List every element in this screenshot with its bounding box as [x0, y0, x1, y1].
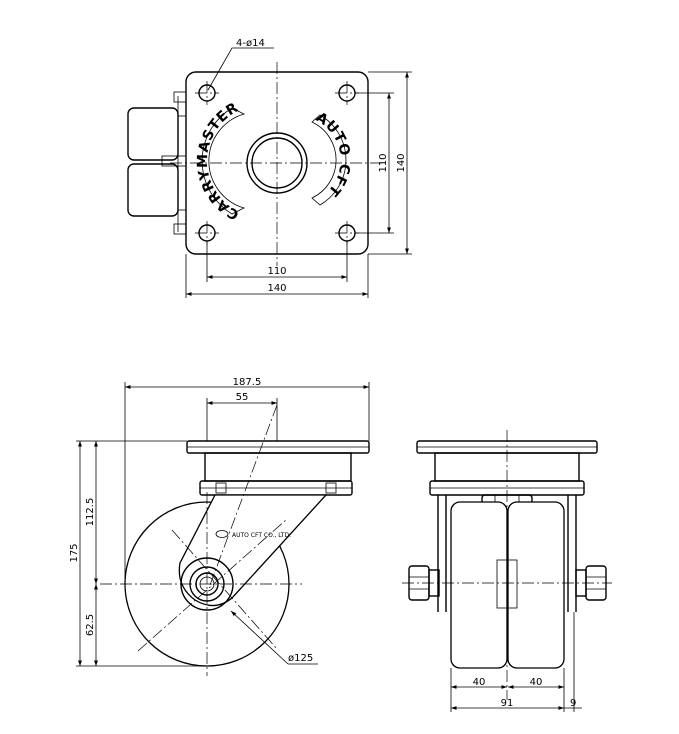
kingpin-inner: [251, 137, 303, 189]
logo-left-band: [201, 107, 246, 215]
dim-offset: 55: [236, 392, 249, 403]
dim-wheel-left: 40: [473, 677, 486, 688]
logo-right-text: AUTO CFT: [313, 109, 353, 199]
front-wheel-right: [507, 501, 565, 669]
dim-top-outer-vertical: 140: [396, 153, 407, 172]
dim-top-inner-vertical: 110: [378, 153, 389, 172]
maker-label: AUTO CFT CO., LTD.: [232, 532, 291, 539]
logo-right-band: [311, 114, 347, 206]
side-view: AUTO CFT CO., LTD. 187.5 55 175 112.5 62…: [69, 377, 370, 676]
dim-total-length: 187.5: [233, 377, 262, 388]
dim-wheel-right: 40: [530, 677, 543, 688]
dim-height-upper: 112.5: [85, 498, 96, 527]
hole-callout: 4-ø14: [236, 38, 265, 49]
front-wheel-left: [450, 501, 508, 669]
dim-top-outer-horizontal: 140: [267, 283, 286, 294]
dim-height-total: 175: [69, 543, 80, 562]
dim-top-inner-horizontal: 110: [267, 266, 286, 277]
wheel-diameter: ø125: [288, 653, 313, 664]
top-view: CARRYMASTER AUTO CFT 4-ø14 110 140 110 1…: [127, 38, 412, 298]
kingpin-outer: [246, 132, 308, 194]
front-view: 40 40 91 9: [402, 430, 612, 712]
dim-axle-extra: 9: [570, 698, 576, 709]
dim-height-lower: 62.5: [85, 614, 96, 636]
dim-total-width: 91: [501, 698, 514, 709]
